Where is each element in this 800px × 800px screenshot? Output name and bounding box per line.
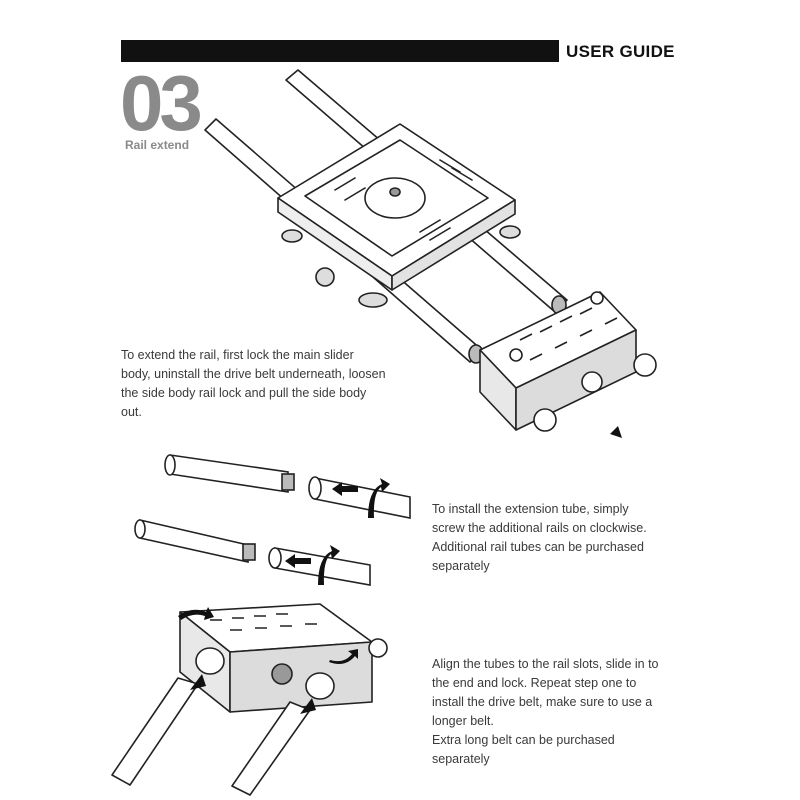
instruction-extend-rail: To extend the rail, first lock the main … [121, 348, 386, 419]
step-title: Rail extend [125, 138, 190, 152]
instruction-align-tubes: Align the tubes to the rail slots, slide… [432, 657, 659, 728]
page-header-title: USER GUIDE [566, 42, 675, 61]
instruction-extra-belt: Extra long belt can be purchased separat… [432, 733, 615, 766]
step-number: 03 [120, 59, 203, 147]
header-bar [121, 40, 559, 62]
instruction-install-tube: To install the extension tube, simply sc… [432, 502, 647, 573]
instruction-align-block: Align the tubes to the rail slots, slide… [432, 655, 662, 769]
